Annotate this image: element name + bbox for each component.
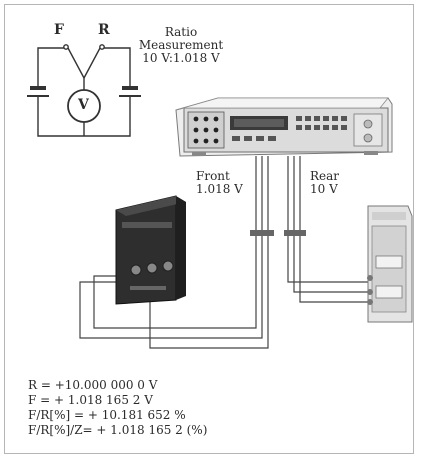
ratio-caption: Ratio Measurement 10 V:1.018 V <box>126 26 236 65</box>
rear-terminal-node <box>99 44 105 50</box>
front-value: 1.018 V <box>196 182 243 196</box>
front-terminal-node <box>63 44 69 50</box>
rear-cable-splitter <box>284 230 306 236</box>
reference-left-symbol <box>27 86 49 97</box>
figure-frame <box>4 4 414 454</box>
reference-right-symbol <box>119 86 141 97</box>
voltmeter-symbol <box>67 89 101 123</box>
ratio-value: 10 V:1.018 V <box>142 51 220 65</box>
voltage-standard-front <box>115 195 186 305</box>
ratio-schematic <box>37 44 131 137</box>
schematic-cross-wire-front <box>67 47 85 79</box>
ratio-subtitle: Measurement <box>138 38 224 52</box>
schematic-cross-wire-rear <box>83 47 101 79</box>
front-connection-label: Front 1.018 V <box>196 170 243 196</box>
rear-terminal-label: R <box>98 22 110 38</box>
ratio-title: Ratio <box>164 25 198 39</box>
front-terminal-label: F <box>54 22 64 38</box>
rear-connection-label: Rear 10 V <box>310 170 339 196</box>
reference-multimeter <box>175 97 393 157</box>
result-line-rear: R = +10.000 000 0 V <box>28 378 158 392</box>
cables <box>79 156 368 349</box>
voltage-standard-rear <box>367 205 413 323</box>
voltmeter-label: V <box>78 97 89 113</box>
rear-label: Rear <box>310 169 340 183</box>
measurement-results: R = +10.000 000 0 V F = + 1.018 165 2 V … <box>28 378 207 438</box>
rear-value: 10 V <box>310 182 338 196</box>
front-label: Front <box>196 169 230 183</box>
result-line-ratio-normalized: F/R[%]/Z= + 1.018 165 2 (%) <box>28 423 208 437</box>
result-line-ratio-percent: F/R[%] = + 10.181 652 % <box>28 408 186 422</box>
front-cable-splitter <box>250 230 274 236</box>
result-line-front: F = + 1.018 165 2 V <box>28 393 153 407</box>
